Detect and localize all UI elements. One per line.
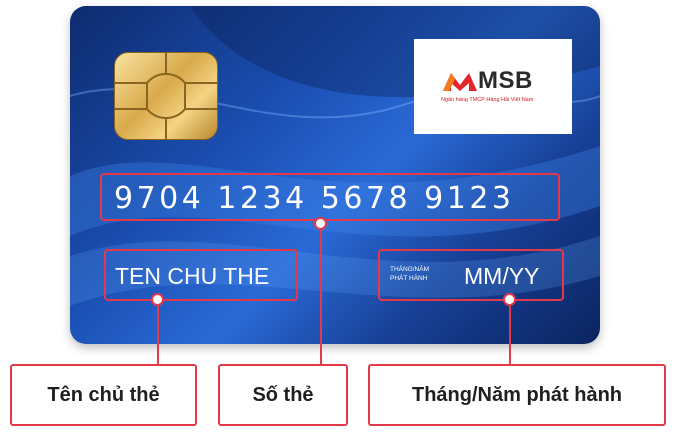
connector-dot-holder — [151, 293, 164, 306]
expiry-highlight: THÁNG/NĂM PHÁT HÀNH MM/YY — [378, 249, 564, 301]
expiry-caption-line2: PHÁT HÀNH — [390, 275, 428, 282]
bank-card: MSB Ngân hàng TMCP Hàng Hải Việt Nam 970… — [70, 6, 600, 344]
expiry-caption-line1: THÁNG/NĂM — [390, 266, 429, 273]
label-number: Số thẻ — [252, 383, 314, 406]
bank-name: MSB — [478, 67, 533, 94]
holder-name: TEN CHU THE — [115, 263, 270, 289]
msb-logo-icon — [443, 73, 477, 91]
label-number-box: Số thẻ — [218, 364, 348, 426]
emv-chip — [114, 52, 218, 140]
connector-dot-number — [314, 217, 327, 230]
connector-expiry — [509, 299, 511, 365]
bank-tagline: Ngân hàng TMCP Hàng Hải Việt Nam — [441, 97, 534, 103]
card-number-highlight: 9704 1234 5678 9123 — [100, 173, 560, 221]
expiry-caption: THÁNG/NĂM PHÁT HÀNH — [390, 265, 429, 283]
bank-logo-box: MSB Ngân hàng TMCP Hàng Hải Việt Nam — [414, 39, 572, 134]
holder-name-highlight: TEN CHU THE — [104, 249, 298, 301]
chip-contacts — [115, 53, 217, 139]
connector-number — [320, 223, 322, 365]
label-issue-date: Tháng/Năm phát hành — [412, 383, 622, 406]
connector-holder — [157, 299, 159, 365]
label-holder: Tên chủ thẻ — [47, 383, 160, 406]
label-holder-box: Tên chủ thẻ — [10, 364, 197, 426]
expiry-value: MM/YY — [464, 263, 540, 289]
label-issue-date-box: Tháng/Năm phát hành — [368, 364, 666, 426]
card-number: 9704 1234 5678 9123 — [114, 181, 515, 216]
connector-dot-expiry — [503, 293, 516, 306]
